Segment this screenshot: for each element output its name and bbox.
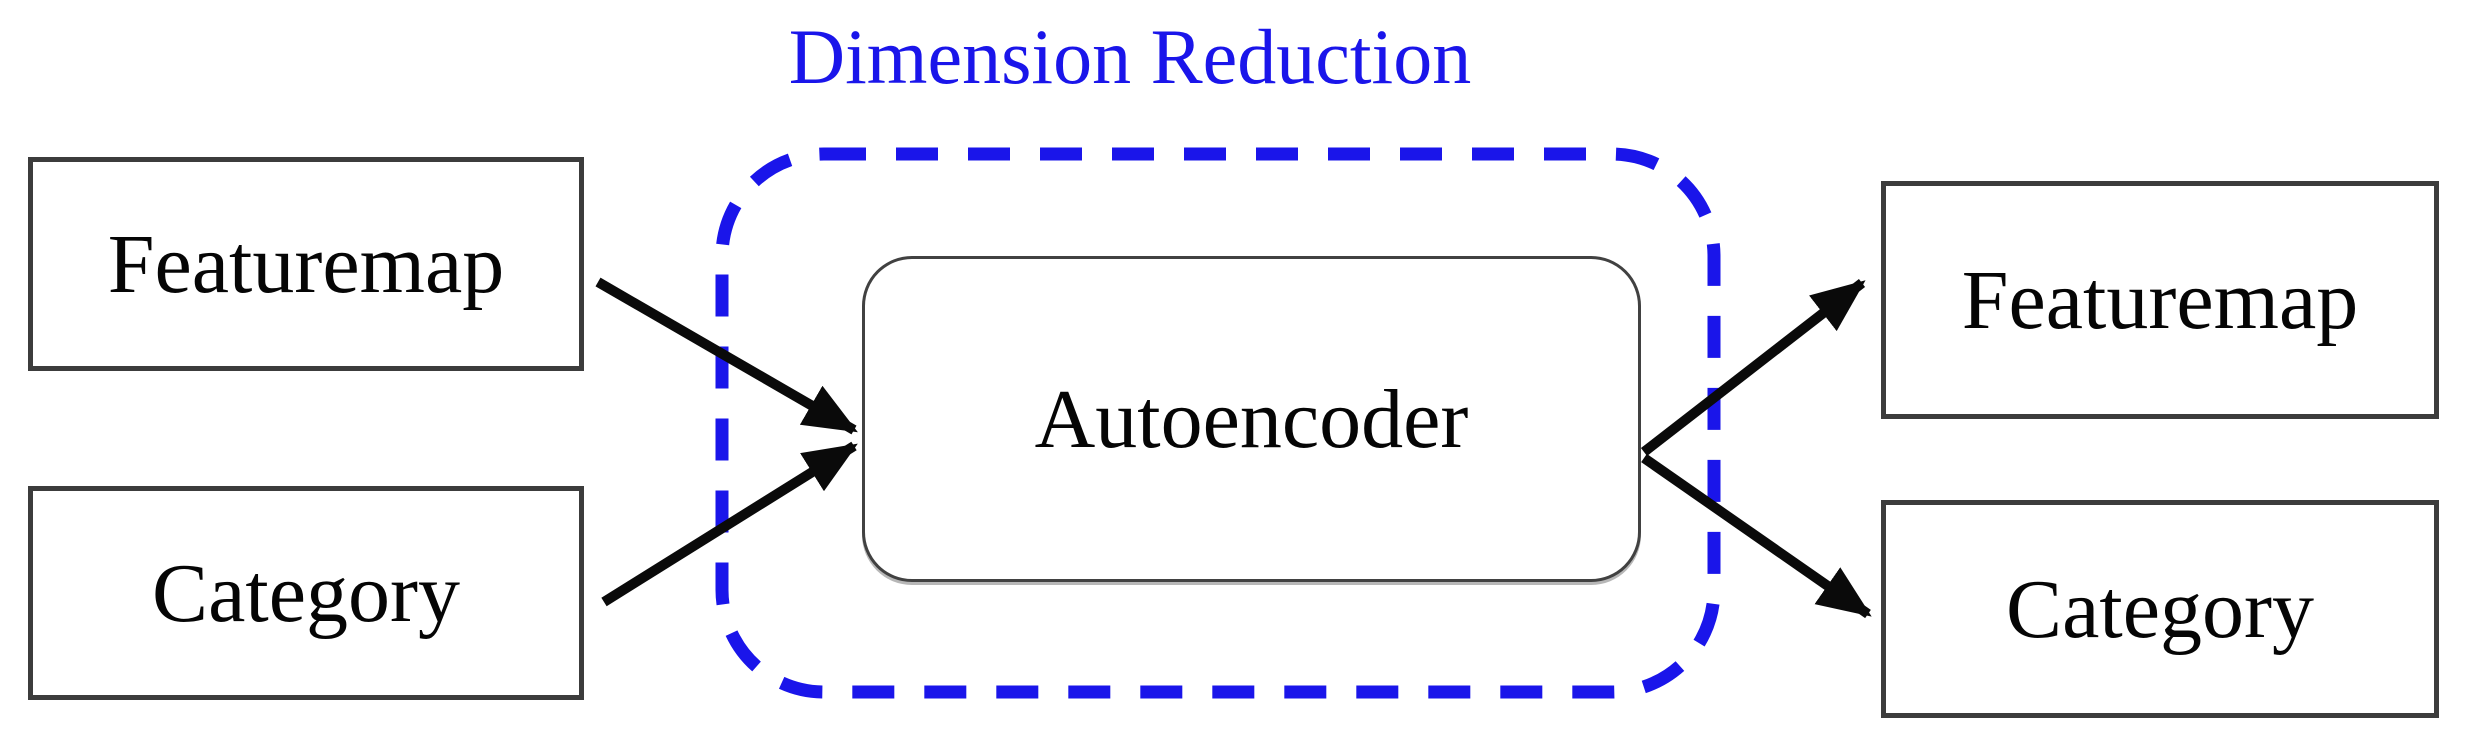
arrow-autoencoder-to-output-featuremap — [1640, 279, 1866, 456]
node-input-featuremap: Featuremap — [28, 157, 584, 371]
node-input-category-label: Category — [152, 546, 460, 640]
arrow-input-category-to-autoencoder — [601, 441, 858, 607]
node-input-category: Category — [28, 486, 584, 700]
node-input-featuremap-label: Featuremap — [107, 217, 505, 311]
node-output-featuremap: Featuremap — [1881, 181, 2439, 419]
arrow-input-featuremap-to-autoencoder — [595, 277, 858, 435]
dimension-reduction-group-border — [715, 147, 1721, 699]
node-output-category-label: Category — [2006, 562, 2314, 656]
node-output-category: Category — [1881, 500, 2439, 718]
node-autoencoder: Autoencoder — [862, 256, 1641, 582]
arrow-autoencoder-to-output-category — [1641, 453, 1872, 619]
node-autoencoder-label: Autoencoder — [1034, 372, 1469, 466]
diagram-title: Dimension Reduction — [788, 13, 1472, 100]
node-output-featuremap-label: Featuremap — [1961, 253, 2359, 347]
